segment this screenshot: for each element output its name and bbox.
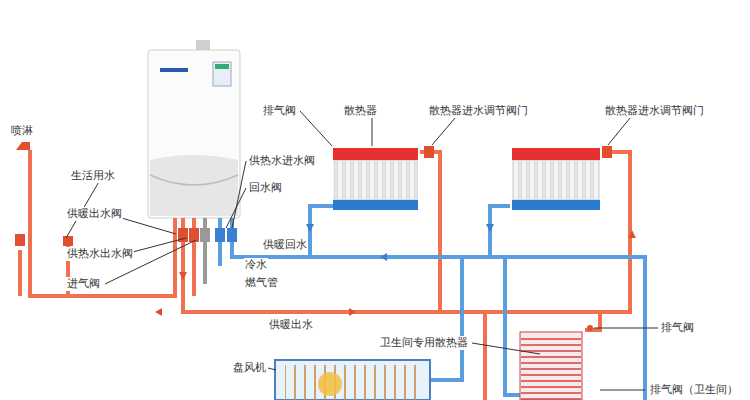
callout-label: 散热器进水调节阀门	[428, 104, 529, 118]
callout-label: 喷淋	[10, 124, 34, 138]
callout-label: 盘风机	[232, 361, 267, 375]
flow-arrows	[155, 224, 636, 316]
fan-coil	[275, 360, 430, 400]
callout-label: 供暖出水	[268, 318, 314, 332]
callout-label: 进气阀	[66, 277, 101, 291]
callout-label: 供热水出水阀	[66, 247, 134, 261]
leader-lines	[66, 111, 658, 390]
callout-label: 排气阀（卫生间）	[649, 383, 739, 397]
bathroom-radiator	[520, 325, 593, 400]
callout-label: 燃气管	[244, 276, 279, 290]
valves	[15, 146, 612, 246]
callout-label: 卫生间专用散热器	[379, 336, 469, 350]
boiler	[148, 40, 240, 218]
callout-label: 排气阀	[262, 104, 297, 118]
boiler-pipes	[20, 150, 645, 400]
shower-head	[16, 142, 30, 150]
callout-label: 供暖回水	[262, 238, 308, 252]
callout-label: 回水阀	[248, 181, 283, 195]
callout-label: 冷水	[244, 258, 268, 272]
radiator	[333, 148, 600, 210]
callout-label: 散热器进水调节阀门	[604, 104, 705, 118]
callout-label: 散热器	[343, 104, 378, 118]
callout-label: 供暖出水阀	[66, 207, 123, 221]
callout-label: 排气阀	[660, 321, 695, 335]
callout-label: 供热水进水阀	[248, 154, 316, 168]
callout-label: 生活用水	[70, 169, 116, 183]
